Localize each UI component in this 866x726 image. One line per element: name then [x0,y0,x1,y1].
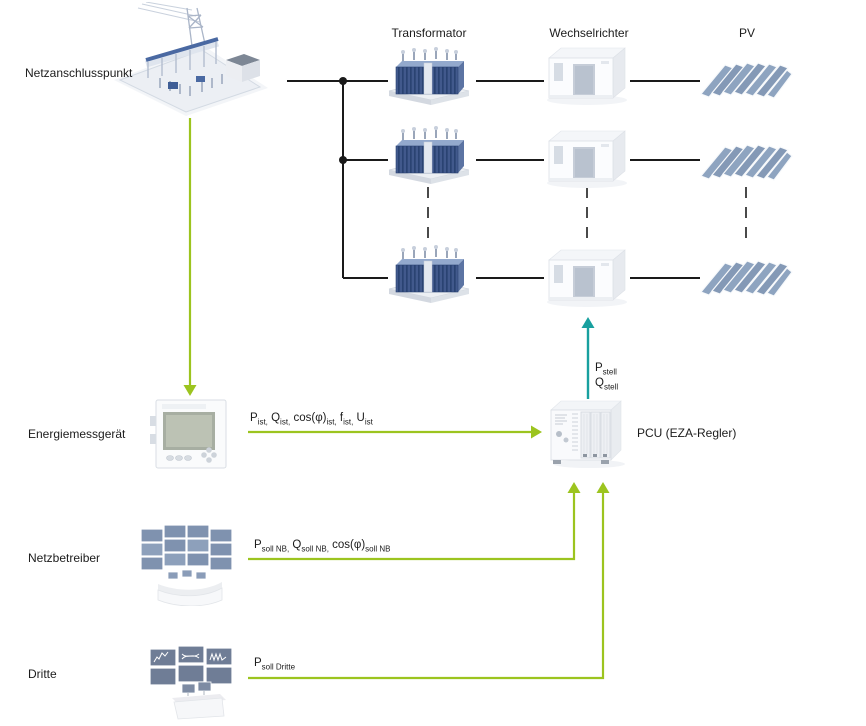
inverter-container-3d-icon [541,42,631,106]
signal-term: cos(φ) [290,412,327,424]
signal-label-soll-nb: Psoll NB, Qsoll NB, cos(φ)soll NB [254,539,391,554]
signal-subscript: ist, [343,417,354,427]
power-meter-3d-icon [148,396,232,476]
signal-term: P [250,412,258,424]
signal-subscript: ist, [326,417,337,427]
signal-subscript: soll Dritte [261,662,296,672]
signal-label-stell: Pstell Qstell [595,362,618,392]
label-wechselrichter: Wechselrichter [549,26,629,40]
signal-term: P [595,362,603,374]
signal-subscript: stell [603,382,619,392]
label-netzbetreiber: Netzbetreiber [28,551,101,565]
signal-term: P [254,539,262,551]
signal-subscript: stell [602,367,617,377]
label-energiemessgeraet: Energiemessgerät [28,427,126,441]
monitoring-desk-3d-icon [146,638,238,720]
inverter-container-3d-icon [541,125,631,189]
transformer-3d-icon [386,47,472,107]
label-dritte: Dritte [28,667,57,681]
control-room-3d-icon [138,520,236,606]
signal-label-ist: Pist, Qist, cos(φ)ist, fist, Uist [250,412,373,427]
solar-panel-array-3d-icon [697,138,793,182]
signal-subscript: soll NB, [261,544,290,554]
signal-arrows-green [183,118,610,680]
signal-term: Q [289,539,302,551]
ac-bus-lines [287,80,700,279]
signal-term: f [336,412,344,424]
bus-junction-dot [339,156,347,164]
signal-term: U [353,412,365,424]
inverter-container-3d-icon [541,244,631,308]
signal-subscript: soll NB [365,544,391,554]
bus-junction-dot [339,77,347,85]
arrow-dritte-to-pcu [248,482,610,680]
label-netzanschlusspunkt: Netzanschlusspunkt [25,66,133,80]
solar-panel-array-3d-icon [697,254,793,298]
signal-subscript: ist, [280,417,291,427]
signal-term: Q [267,412,281,424]
substation-3d-icon [108,2,270,120]
signal-label-soll-dritte: Psoll Dritte [254,657,296,672]
signal-term: Q [595,377,604,389]
continuation-dashes [427,187,747,241]
label-pv: PV [738,26,756,40]
controller-cabinet-3d-icon [545,398,629,470]
label-pcu: PCU (EZA-Regler) [637,426,737,440]
transformer-3d-icon [386,245,472,305]
arrow-netzbetreiber-to-pcu [248,482,581,561]
transformer-3d-icon [386,126,472,186]
signal-term: P [254,657,262,669]
signal-term: cos(φ) [328,539,366,551]
signal-subscript: soll NB, [301,544,329,554]
label-transformator: Transformator [391,26,467,40]
signal-subscript: ist, [257,417,268,427]
solar-panel-array-3d-icon [697,56,793,100]
signal-subscript: ist [364,417,373,427]
